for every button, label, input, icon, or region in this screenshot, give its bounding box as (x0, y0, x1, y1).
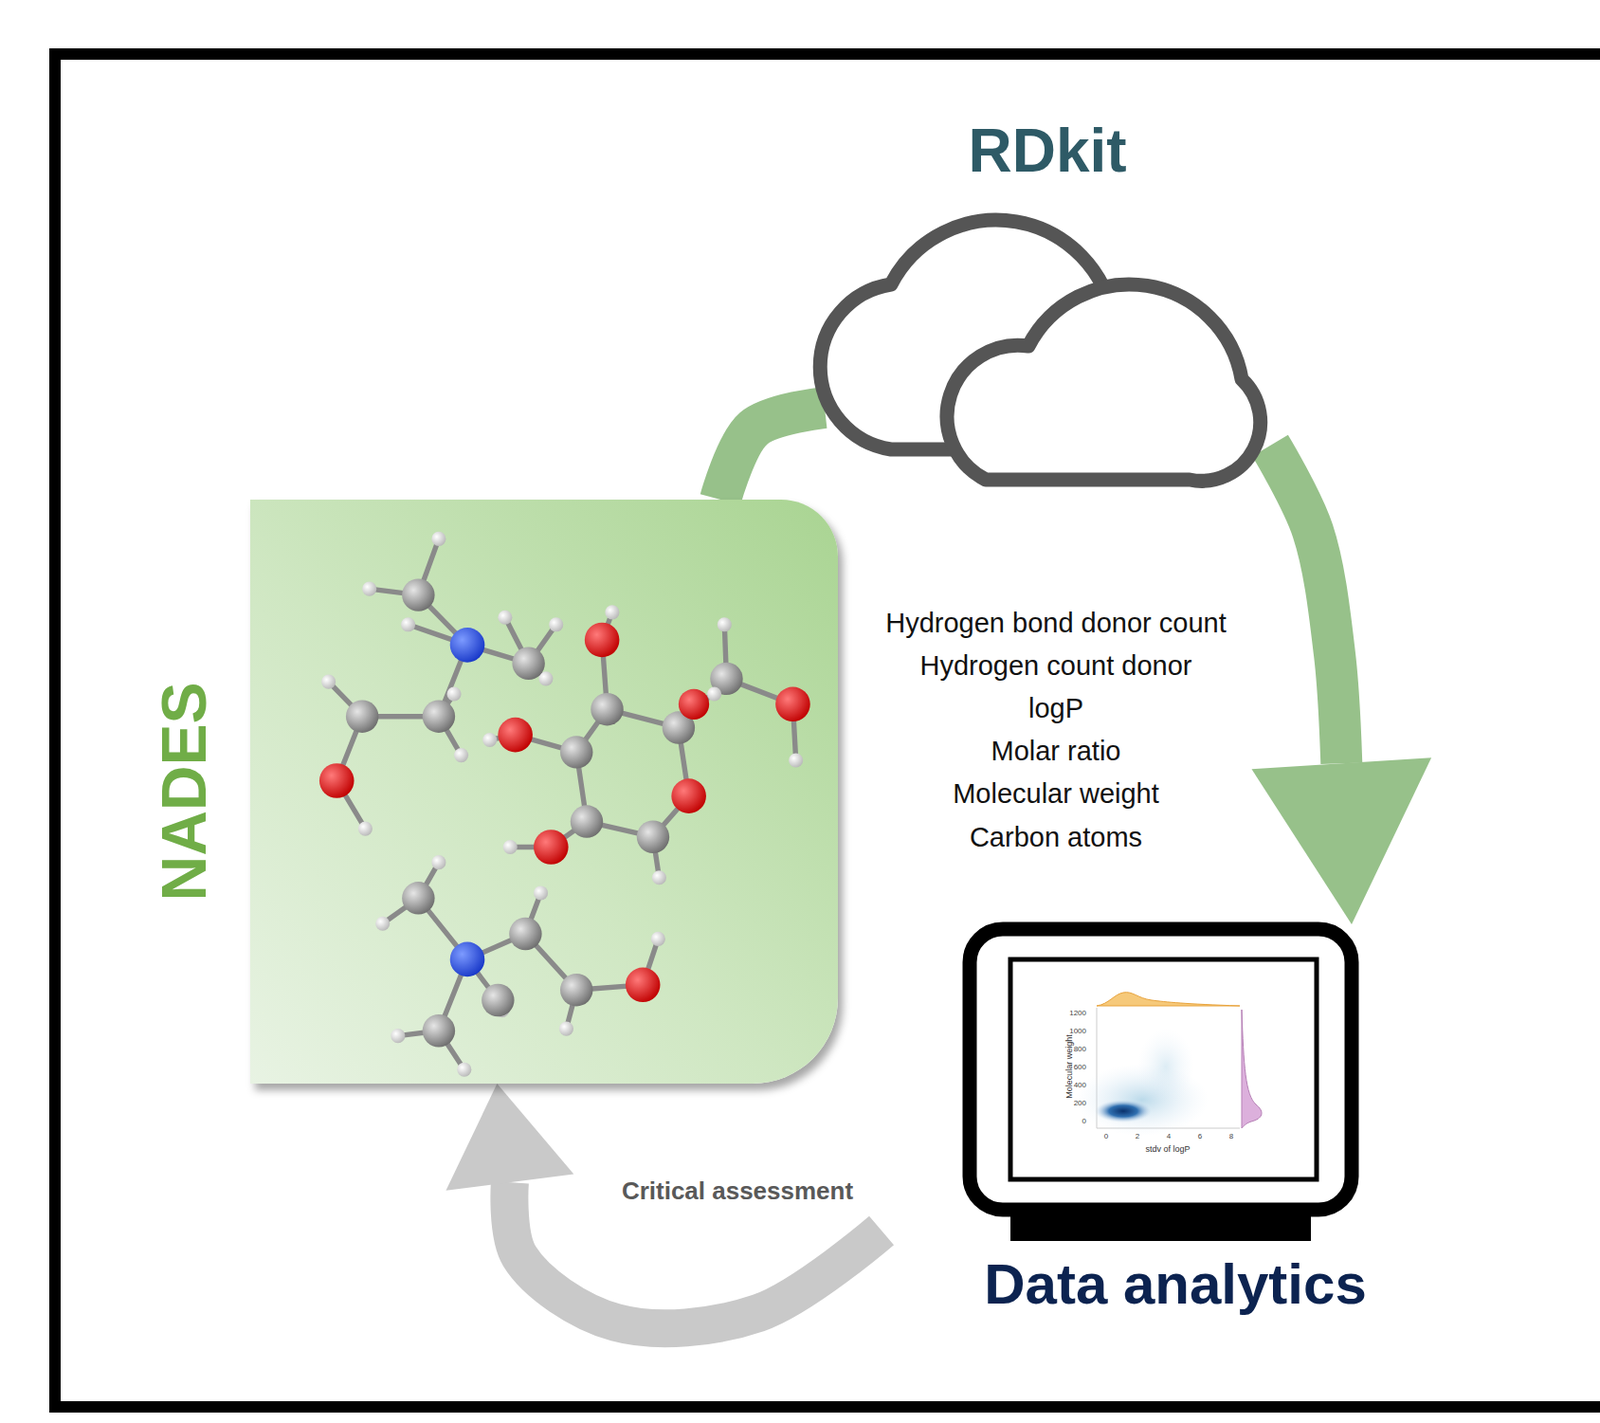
tick-label: 1200 (1069, 1008, 1087, 1018)
axis-title: stdv of logP (1145, 1144, 1190, 1154)
edge-label: Critical assessment (618, 1176, 856, 1206)
circle-shape (450, 627, 486, 663)
flow-arrow (445, 1083, 882, 1328)
property-name: Hydrogen count donor (920, 650, 1193, 682)
circle-shape (604, 604, 619, 619)
property-name: Hydrogen bond donor count (885, 607, 1227, 639)
circle-shape (503, 839, 518, 855)
circle-shape (362, 581, 377, 597)
circle-shape (533, 885, 548, 900)
circle-shape (375, 916, 390, 931)
circle-shape (584, 622, 620, 658)
tick-label: 1000 (1069, 1026, 1087, 1036)
circle-shape (671, 778, 707, 814)
circle-shape (422, 1014, 455, 1047)
connector-band (1270, 445, 1342, 764)
circle-shape (717, 617, 732, 632)
circle-shape (481, 983, 514, 1017)
circle-shape (482, 732, 497, 747)
circle-shape (456, 1062, 472, 1077)
circle-shape (497, 717, 533, 753)
g-shape (328, 538, 797, 1070)
circle-shape (321, 674, 336, 690)
circle-shape (509, 917, 542, 950)
connector-band (720, 407, 825, 500)
circle-shape (636, 820, 670, 854)
arrow-head (1251, 757, 1432, 925)
tick-label: 200 (1073, 1098, 1087, 1108)
circle-shape (570, 804, 603, 837)
axis-title: Molecular weight (1064, 1034, 1074, 1099)
circle-shape (533, 829, 569, 865)
circle-shape (511, 647, 545, 680)
property-name: logP (1028, 692, 1084, 725)
node-heading: RDkit (824, 115, 1271, 186)
flow-arrow (1251, 445, 1432, 925)
circle-shape (422, 699, 455, 732)
rect-shape (1010, 959, 1317, 1180)
circle-shape (358, 821, 373, 837)
tick-label: 0 (1104, 1131, 1109, 1141)
flow-arrow (720, 407, 825, 500)
circle-shape (319, 763, 355, 799)
tick-label: 400 (1073, 1080, 1087, 1090)
arrow-head (445, 1083, 574, 1191)
circle-shape (559, 1021, 574, 1037)
circle-shape (560, 735, 593, 768)
circle-shape (454, 747, 469, 763)
node-heading: Data analytics (881, 1251, 1470, 1317)
circle-shape (560, 973, 593, 1006)
property-name: Carbon atoms (969, 821, 1143, 854)
tick-label: 0 (1082, 1116, 1087, 1126)
cloud-node: RDkit (824, 104, 1271, 484)
property-name: Molecular weight (952, 778, 1160, 810)
circle-shape (401, 881, 435, 914)
circle-shape (431, 531, 446, 546)
circle-shape (788, 752, 803, 767)
monitor-node: Data analytics (881, 924, 1470, 1328)
circle-shape (548, 617, 564, 632)
circle-shape (775, 686, 811, 722)
ellipse-shape (1094, 1099, 1152, 1123)
node-heading: NADES (147, 681, 220, 901)
path-shape (946, 284, 1261, 481)
tick-label: 6 (1198, 1131, 1202, 1141)
path-shape (1241, 1009, 1262, 1128)
molecule-illustration (250, 499, 838, 1084)
circle-shape (497, 610, 512, 625)
circle-shape (652, 870, 667, 885)
circle-shape (707, 686, 722, 701)
circle-shape (431, 854, 446, 870)
tick-label: 600 (1073, 1062, 1087, 1072)
circle-shape (590, 692, 623, 726)
circle-shape (345, 699, 379, 732)
circle-shape (651, 931, 666, 946)
tick-label: 2 (1135, 1131, 1140, 1141)
rect-shape (1010, 1212, 1311, 1241)
circle-shape (450, 942, 486, 978)
circle-shape (678, 689, 710, 720)
rect-shape (969, 928, 1352, 1210)
circle-shape (447, 686, 462, 701)
g-shape (319, 531, 811, 1077)
frame-border (54, 54, 1600, 1407)
circle-shape (401, 578, 435, 611)
circle-shape (625, 967, 661, 1003)
circle-shape (400, 617, 416, 632)
tick-label: 4 (1166, 1131, 1171, 1141)
tick-label: 800 (1073, 1044, 1087, 1054)
nades-box: NADES (250, 499, 838, 1084)
circle-shape (390, 1028, 405, 1043)
g-shape (319, 531, 811, 1077)
property-name: Molar ratio (991, 735, 1122, 767)
ellipse-shape (1137, 1028, 1195, 1105)
tick-label: 8 (1229, 1131, 1234, 1141)
path-shape (1096, 992, 1240, 1006)
